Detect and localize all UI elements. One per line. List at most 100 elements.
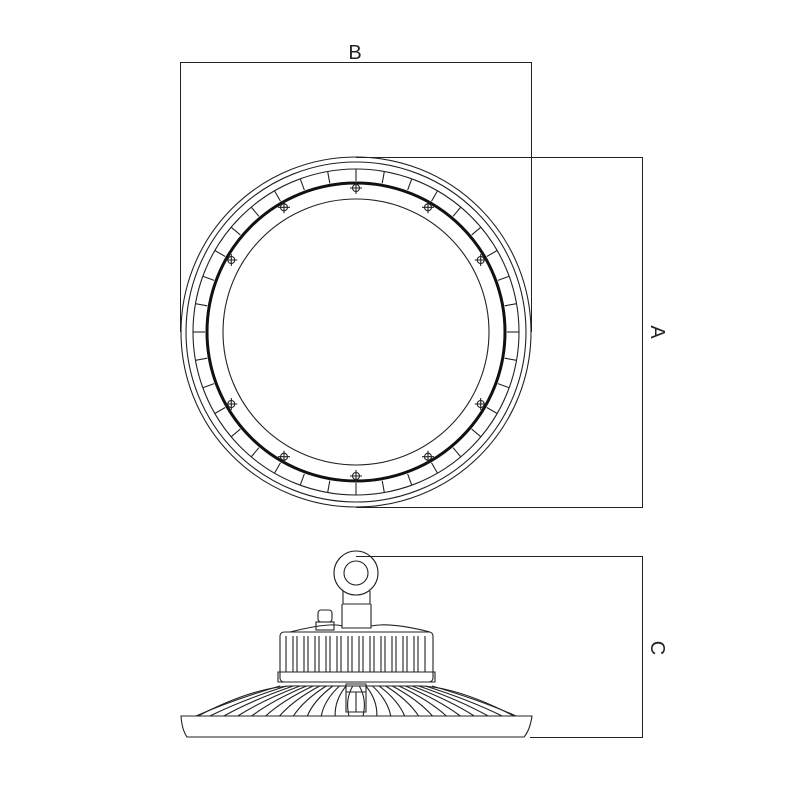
driver-fin [406,636,415,672]
heatsink-fin [306,685,334,717]
driver-fin [329,636,338,672]
screw-icon [422,450,434,463]
heatsink-fin [237,685,301,717]
screw-icon [350,470,362,482]
heatsink-fin [334,685,347,717]
segment-divider [381,171,385,184]
lens [222,198,490,466]
outer-rim-inner [185,161,527,503]
segment-divider [504,357,517,361]
segment-divider [381,480,385,493]
heatsink-fin [320,685,340,717]
heatsink-fin [418,685,489,717]
segment-divider [202,275,215,281]
dimension-label-c: C [646,641,668,655]
heatsink-fin [195,685,281,717]
screw-icon [225,398,238,410]
heatsink-fin [265,685,314,717]
screw-cross [350,182,362,194]
heatsink-fin [398,685,447,717]
heatsink-fin [292,685,327,717]
dimension-c: C [356,556,668,738]
heatsink-fin [279,685,320,717]
dimension-a: A [356,157,668,508]
heatsink-fin [347,685,354,717]
dimension-label-a: A [646,325,668,339]
segment-divider [486,250,498,257]
screw-icon [422,201,434,214]
driver-fins [285,636,426,672]
driver-fin [318,636,327,672]
segment-divider [452,447,462,458]
screw-cross [350,470,362,482]
segment-divider [452,206,462,217]
driver-fin [307,636,316,672]
segment-divider [407,178,413,191]
segment-divider [504,303,517,307]
screw-icon [278,450,290,463]
cable-gland [315,609,335,631]
side-view-fixture [180,550,533,738]
driver-fin [395,636,404,672]
outer-rim [180,156,532,508]
screws [225,182,487,482]
driver-fin [362,636,371,672]
driver-fin [285,636,294,672]
heatsink-fin [365,685,378,717]
screw-cross [474,398,487,410]
segment-divider [327,171,331,184]
heatsink-fin [385,685,420,717]
base-plate [180,715,533,738]
segment-divider [195,303,208,307]
heatsink-fin [378,685,406,717]
heatsink-fin [251,685,307,717]
screw-cross [474,254,487,266]
driver-base [277,671,436,683]
segment-divider [431,190,438,202]
driver-fin [296,636,305,672]
fin-ring-outer [192,168,520,496]
driver-fin [340,636,349,672]
screw-cross [225,254,238,266]
segment-divider [471,226,482,236]
segment-divider [202,383,215,389]
driver-fin [351,636,360,672]
screw-icon [225,254,238,266]
segment-divider [274,462,281,474]
top-view-fixture [180,156,532,508]
screw-cross [278,450,290,463]
driver-fin [384,636,393,672]
center-bracket [345,683,367,713]
screw-cross [225,398,238,410]
segment-divider [195,357,208,361]
screw-cross [278,201,290,214]
dimension-b: B [180,42,532,332]
segment-divider [431,462,438,474]
heatsink-fin [405,685,461,717]
screw-cross [422,450,434,463]
heatsink-fin [425,685,503,717]
segment-divider [471,428,482,438]
driver-housing [279,631,434,683]
driver-fin [373,636,382,672]
heatsink-fins [195,685,517,717]
segment-divider [497,275,510,281]
heatsink-fin [358,685,365,717]
eye-bolt [333,550,379,629]
segment-divider [299,178,305,191]
segment-divider [299,473,305,486]
heatsink-fin [392,685,433,717]
segment-divider [407,473,413,486]
heatsink-fin [223,685,294,717]
dimension-label-b: B [348,42,361,64]
segment-divider [486,407,498,414]
heatsink-fin [372,685,392,717]
ring-segments [193,169,519,495]
heatsink-fin [431,685,517,717]
heatsink-fin [411,685,475,717]
screw-icon [474,254,487,266]
screw-icon [278,201,290,214]
segment-divider [497,383,510,389]
segment-divider [214,407,226,414]
screw-icon [350,182,362,194]
